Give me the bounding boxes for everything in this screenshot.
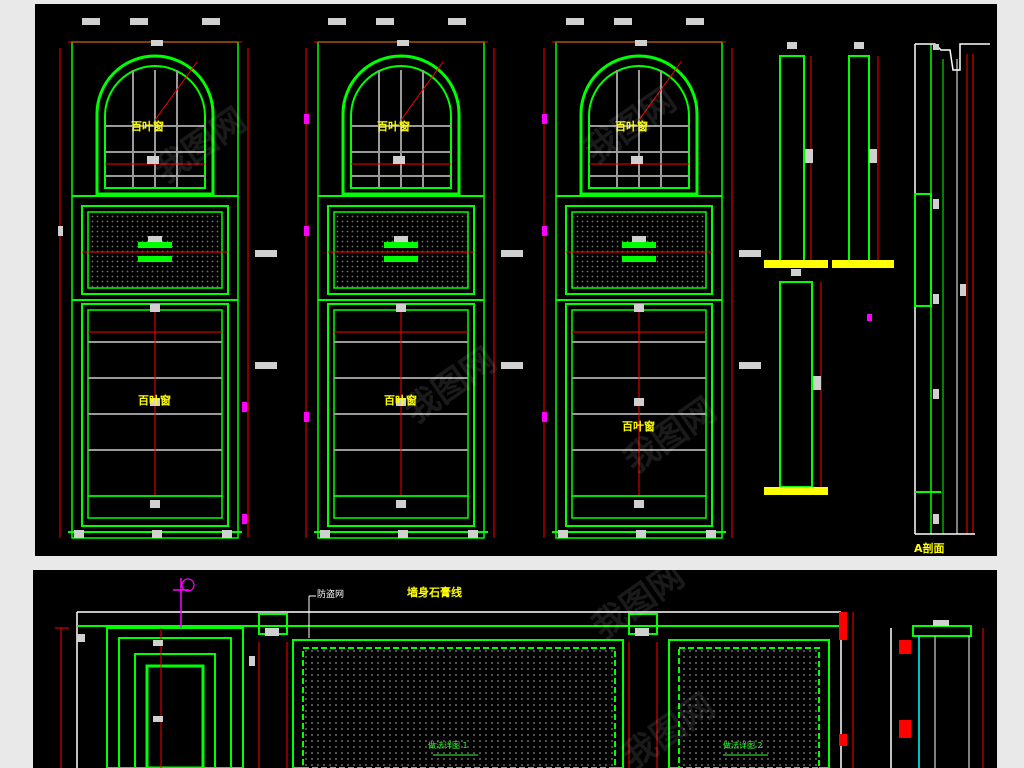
wall-panel-2: 做法详图 2	[668, 639, 830, 768]
door-elevation	[77, 627, 255, 768]
note-left: 防盗网	[317, 588, 344, 600]
wall-section-profile	[890, 620, 984, 768]
watermark-text: 我图网	[617, 390, 723, 481]
watermark-text: 我图网	[397, 340, 503, 431]
elevation-drawing-panel: 百叶窗百叶窗百叶窗百叶窗百叶窗百叶窗	[35, 4, 997, 556]
column-capital-2	[628, 613, 658, 768]
window-upper-label: 百叶窗	[377, 119, 410, 133]
panel-tag-1: 做法详图 1	[428, 740, 468, 750]
window-lower-label: 百叶窗	[384, 393, 417, 407]
section-a-profile: A剖面	[914, 43, 990, 555]
note-main: 墙身石膏线	[407, 585, 462, 599]
window-upper-label: 百叶窗	[615, 119, 648, 133]
window-lower-label: 百叶窗	[138, 393, 171, 407]
wall-panel-1: 做法详图 1	[292, 639, 624, 768]
window-lower-label: 百叶窗	[622, 419, 655, 433]
window-upper-label: 百叶窗	[131, 119, 164, 133]
wall-elevation-panel: 做法详图 1 做法详图 2 防盗网 墙身石膏线	[33, 570, 997, 768]
side-profile-1	[764, 42, 828, 268]
side-profile-3	[764, 269, 872, 495]
wall-elevation-drawing: 做法详图 1 做法详图 2 防盗网 墙身石膏线	[55, 570, 984, 768]
column-capital-1	[258, 613, 288, 768]
side-profile-2	[832, 42, 894, 268]
panel-tag-2: 做法详图 2	[723, 740, 763, 750]
section-a-label: A剖面	[914, 541, 945, 555]
